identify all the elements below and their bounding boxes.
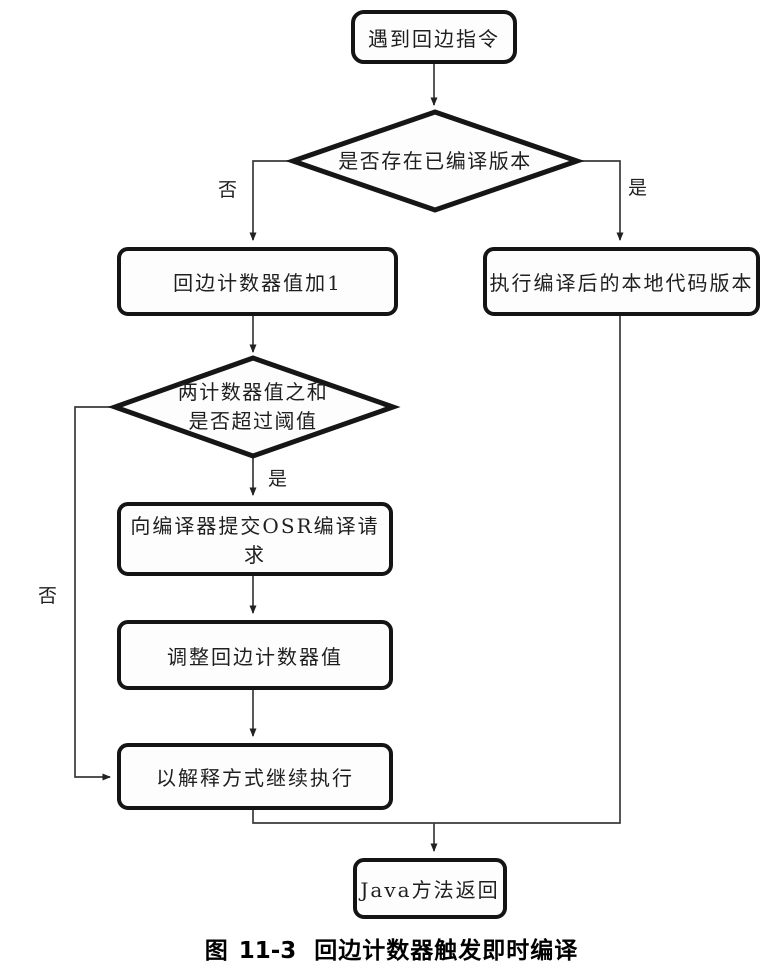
- node-continue-interpret-label: 以解释方式继续执行: [156, 766, 354, 790]
- decision-threshold-shape: [107, 355, 401, 459]
- node-adjust-counter: 调整回边计数器值: [117, 620, 393, 690]
- node-execute-native: 执行编译后的本地代码版本: [483, 247, 760, 316]
- node-increment-counter: 回边计数器值加1: [117, 247, 398, 316]
- node-adjust-counter-label: 调整回边计数器值: [167, 644, 343, 669]
- edge-decision-compiled-no: [249, 160, 294, 241]
- edge-decision-compiled-yes: [576, 160, 624, 241]
- node-start: 遇到回边指令: [351, 10, 517, 64]
- edge-label-compiled-no: 否: [218, 179, 238, 201]
- figure-caption-number: 11-3: [238, 938, 297, 964]
- node-start-label: 遇到回边指令: [368, 26, 500, 51]
- edge-join-rail: [252, 316, 621, 824]
- edge-label-threshold-yes: 是: [268, 468, 288, 490]
- figure-caption: 图 11-3 回边计数器触发即时编译: [0, 931, 783, 965]
- node-increment-counter-label: 回边计数器值加1: [173, 271, 342, 295]
- edge-label-threshold-no: 否: [38, 585, 58, 607]
- figure-caption-title: 回边计数器触发即时编译: [314, 938, 579, 964]
- decision-compiled-text: 是否存在已编译版本: [338, 148, 532, 173]
- decision-threshold-text-line2: 是否超过阈值: [188, 409, 318, 433]
- decision-threshold-label: 两计数器值之和 是否超过阈值: [153, 377, 353, 437]
- node-execute-native-label: 执行编译后的本地代码版本: [489, 271, 754, 295]
- node-method-return-label: Java方法返回: [360, 878, 500, 902]
- node-continue-interpret: 以解释方式继续执行: [117, 743, 393, 810]
- edge-label-compiled-yes: 是: [628, 177, 648, 199]
- node-submit-osr: 向编译器提交OSR编译请求: [117, 502, 393, 576]
- decision-threshold-text-line1: 两计数器值之和: [177, 380, 329, 404]
- decision-compiled-shape: [285, 109, 585, 213]
- edge-decision-threshold-no-loop: [74, 406, 116, 781]
- decision-compiled-label: 是否存在已编译版本: [315, 144, 555, 178]
- node-submit-osr-label: 向编译器提交OSR编译请求: [130, 514, 380, 567]
- figure-caption-label: 图: [204, 938, 228, 964]
- node-method-return: Java方法返回: [353, 858, 507, 919]
